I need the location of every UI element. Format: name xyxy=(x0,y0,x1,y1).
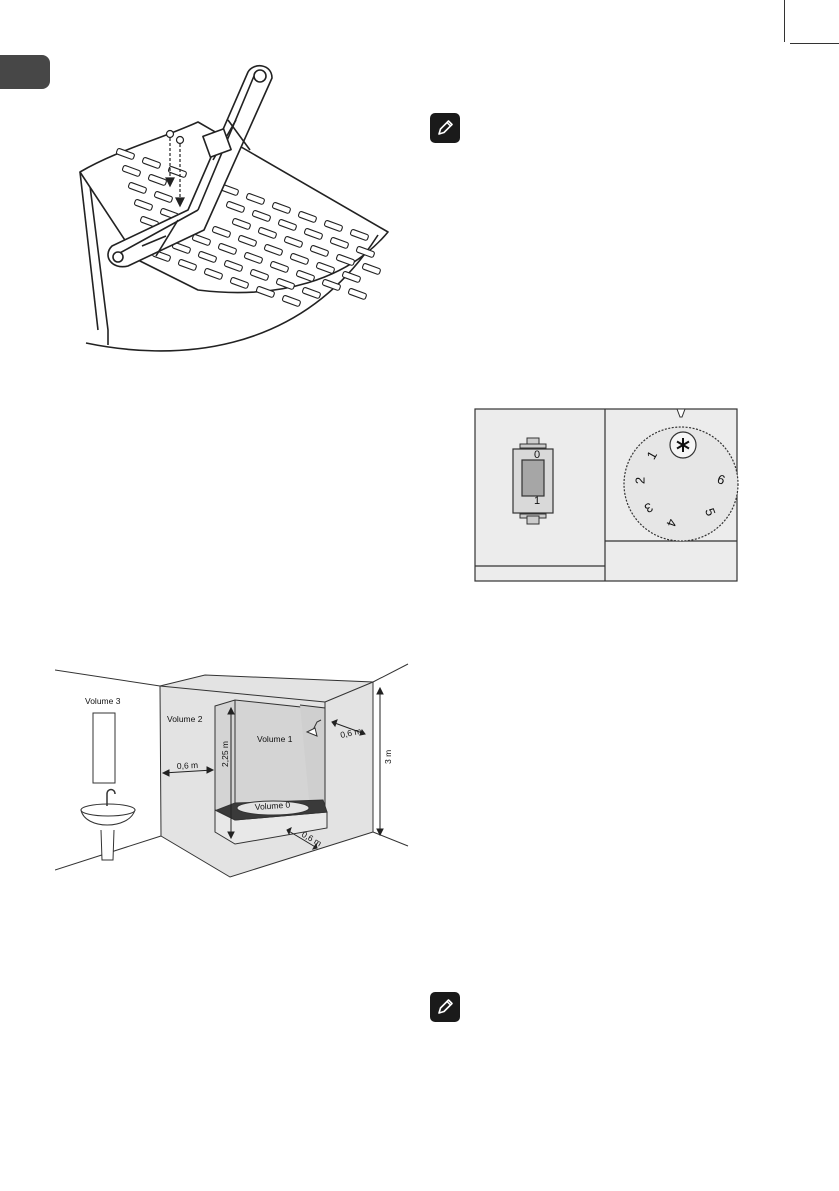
dim-right: 0,6 m xyxy=(339,726,362,740)
grille-slot xyxy=(167,166,187,178)
grille-slot xyxy=(257,227,277,239)
grille-slot xyxy=(243,252,263,264)
grille-slot xyxy=(277,219,297,231)
power-switch[interactable] xyxy=(512,437,554,525)
grille-slot xyxy=(217,243,237,255)
switch-label-0: 0 xyxy=(534,449,540,461)
crop-mark-horizontal xyxy=(790,43,839,44)
volume0-label: Volume 0 xyxy=(254,800,290,812)
dial-number-4: 4 xyxy=(663,517,680,529)
grille-slot xyxy=(281,295,301,307)
grille-slot xyxy=(275,278,295,290)
grille-slot xyxy=(251,210,271,222)
grille-slot xyxy=(347,288,367,300)
grille-slot xyxy=(263,244,283,256)
grille-slot xyxy=(269,261,289,273)
grille-slot xyxy=(323,220,343,232)
thermostat-dial[interactable] xyxy=(623,408,739,542)
grille-slot xyxy=(255,286,275,298)
grille-slot xyxy=(177,259,197,271)
dial-number-6: 6 xyxy=(715,471,727,488)
volume2-label: Volume 2 xyxy=(167,714,203,724)
grille-slot xyxy=(341,271,361,283)
grille-slot xyxy=(301,287,321,299)
bathroom-volumes-illustration: Volume 3 Volume 2 Volume 1 Volume 0 2,25… xyxy=(55,663,409,878)
grille-slot xyxy=(197,251,217,263)
volume1-label: Volume 1 xyxy=(257,734,293,744)
pencil-note-icon xyxy=(430,992,460,1022)
grille-slot xyxy=(289,253,309,265)
grille-slot xyxy=(225,201,245,213)
dim-inner-height: 2,25 m xyxy=(220,741,230,767)
dim-room-height: 3 m xyxy=(383,750,393,764)
grille-slot xyxy=(295,270,315,282)
grille-slot xyxy=(121,165,141,177)
grille-slot xyxy=(335,254,355,266)
grille-slot xyxy=(309,245,329,257)
frost-icon xyxy=(676,438,690,452)
grille-slot xyxy=(303,228,323,240)
grille-slot xyxy=(191,234,211,246)
grille-slot xyxy=(349,229,369,241)
grille-slot xyxy=(271,202,291,214)
grille-slot xyxy=(249,269,269,281)
grille-slot xyxy=(329,237,349,249)
grille-slot xyxy=(297,211,317,223)
grille-slot xyxy=(211,226,231,238)
grille-slot xyxy=(133,199,153,211)
switch-label-1: 1 xyxy=(534,495,540,507)
grille-slot xyxy=(361,263,381,275)
grille-slot xyxy=(229,277,249,289)
grille-slot xyxy=(315,262,335,274)
bracket-mounting-illustration xyxy=(79,65,389,352)
dial-pointer-icon xyxy=(676,408,686,418)
grille-slot xyxy=(115,148,135,160)
dial-number-5: 5 xyxy=(702,506,719,518)
grille-slot xyxy=(153,191,173,203)
crop-mark-vertical xyxy=(784,0,785,42)
grille-slot xyxy=(223,260,243,272)
dial-number-2: 2 xyxy=(633,477,648,484)
grille-slot xyxy=(141,157,161,169)
volume3-label: Volume 3 xyxy=(85,696,121,706)
grille-slot xyxy=(127,182,147,194)
pencil-note-icon xyxy=(430,113,460,143)
grille-slot xyxy=(147,174,167,186)
language-tab-icon xyxy=(0,55,50,89)
grille-slot xyxy=(245,193,265,205)
grille-slot xyxy=(321,279,341,291)
dim-left: 0,6 m xyxy=(177,760,199,771)
grille-slot xyxy=(237,235,257,247)
grille-slot xyxy=(203,268,223,280)
grille-slot xyxy=(231,218,251,230)
grille-slot xyxy=(355,246,375,258)
grille-slot xyxy=(283,236,303,248)
